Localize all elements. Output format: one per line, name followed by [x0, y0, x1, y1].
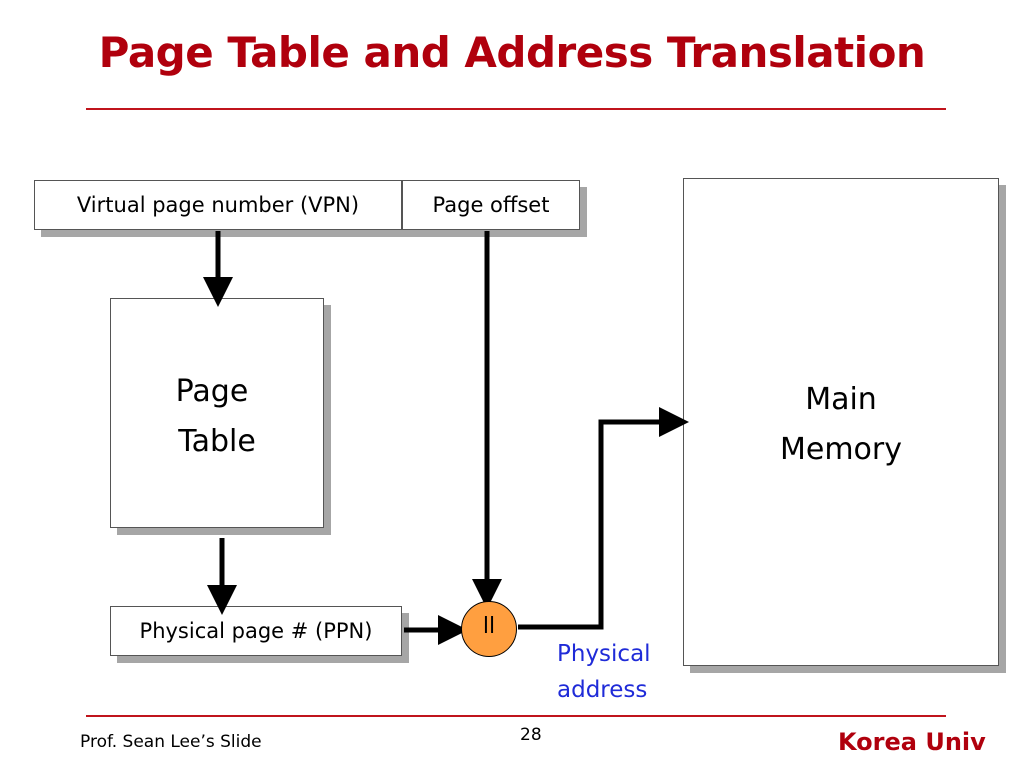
main-memory-label-line2: Memory — [779, 432, 902, 467]
physical-address-to-memory-arrow — [518, 407, 689, 630]
footer-divider — [86, 715, 946, 717]
title-divider — [86, 108, 946, 110]
ppn-label: Physical page # (PPN) — [139, 619, 373, 643]
concatenation-node: ll — [461, 601, 517, 657]
ppn-box: Physical page # (PPN) — [110, 606, 402, 656]
page-offset-box: Page offset — [402, 180, 580, 230]
physical-address-line2: address — [557, 677, 648, 703]
slide-title: Page Table and Address Translation — [98, 28, 926, 77]
main-memory-box: Main Memory — [683, 178, 999, 666]
footer-author: Prof. Sean Lee’s Slide — [80, 732, 262, 752]
vpn-box: Virtual page number (VPN) — [34, 180, 402, 230]
physical-address-label: Physical address — [557, 636, 651, 708]
page-offset-label: Page offset — [432, 193, 550, 217]
physical-address-line1: Physical — [557, 641, 651, 667]
main-memory-label-line1: Main — [805, 382, 877, 417]
vpn-label: Virtual page number (VPN) — [76, 193, 360, 217]
page-table-label-line2: Table — [178, 424, 256, 459]
page-table-box: Page Table — [110, 298, 324, 528]
slide-number: 28 — [520, 725, 542, 745]
footer-institution: Korea Univ — [838, 728, 986, 756]
page-table-label-line1: Page — [175, 374, 249, 409]
